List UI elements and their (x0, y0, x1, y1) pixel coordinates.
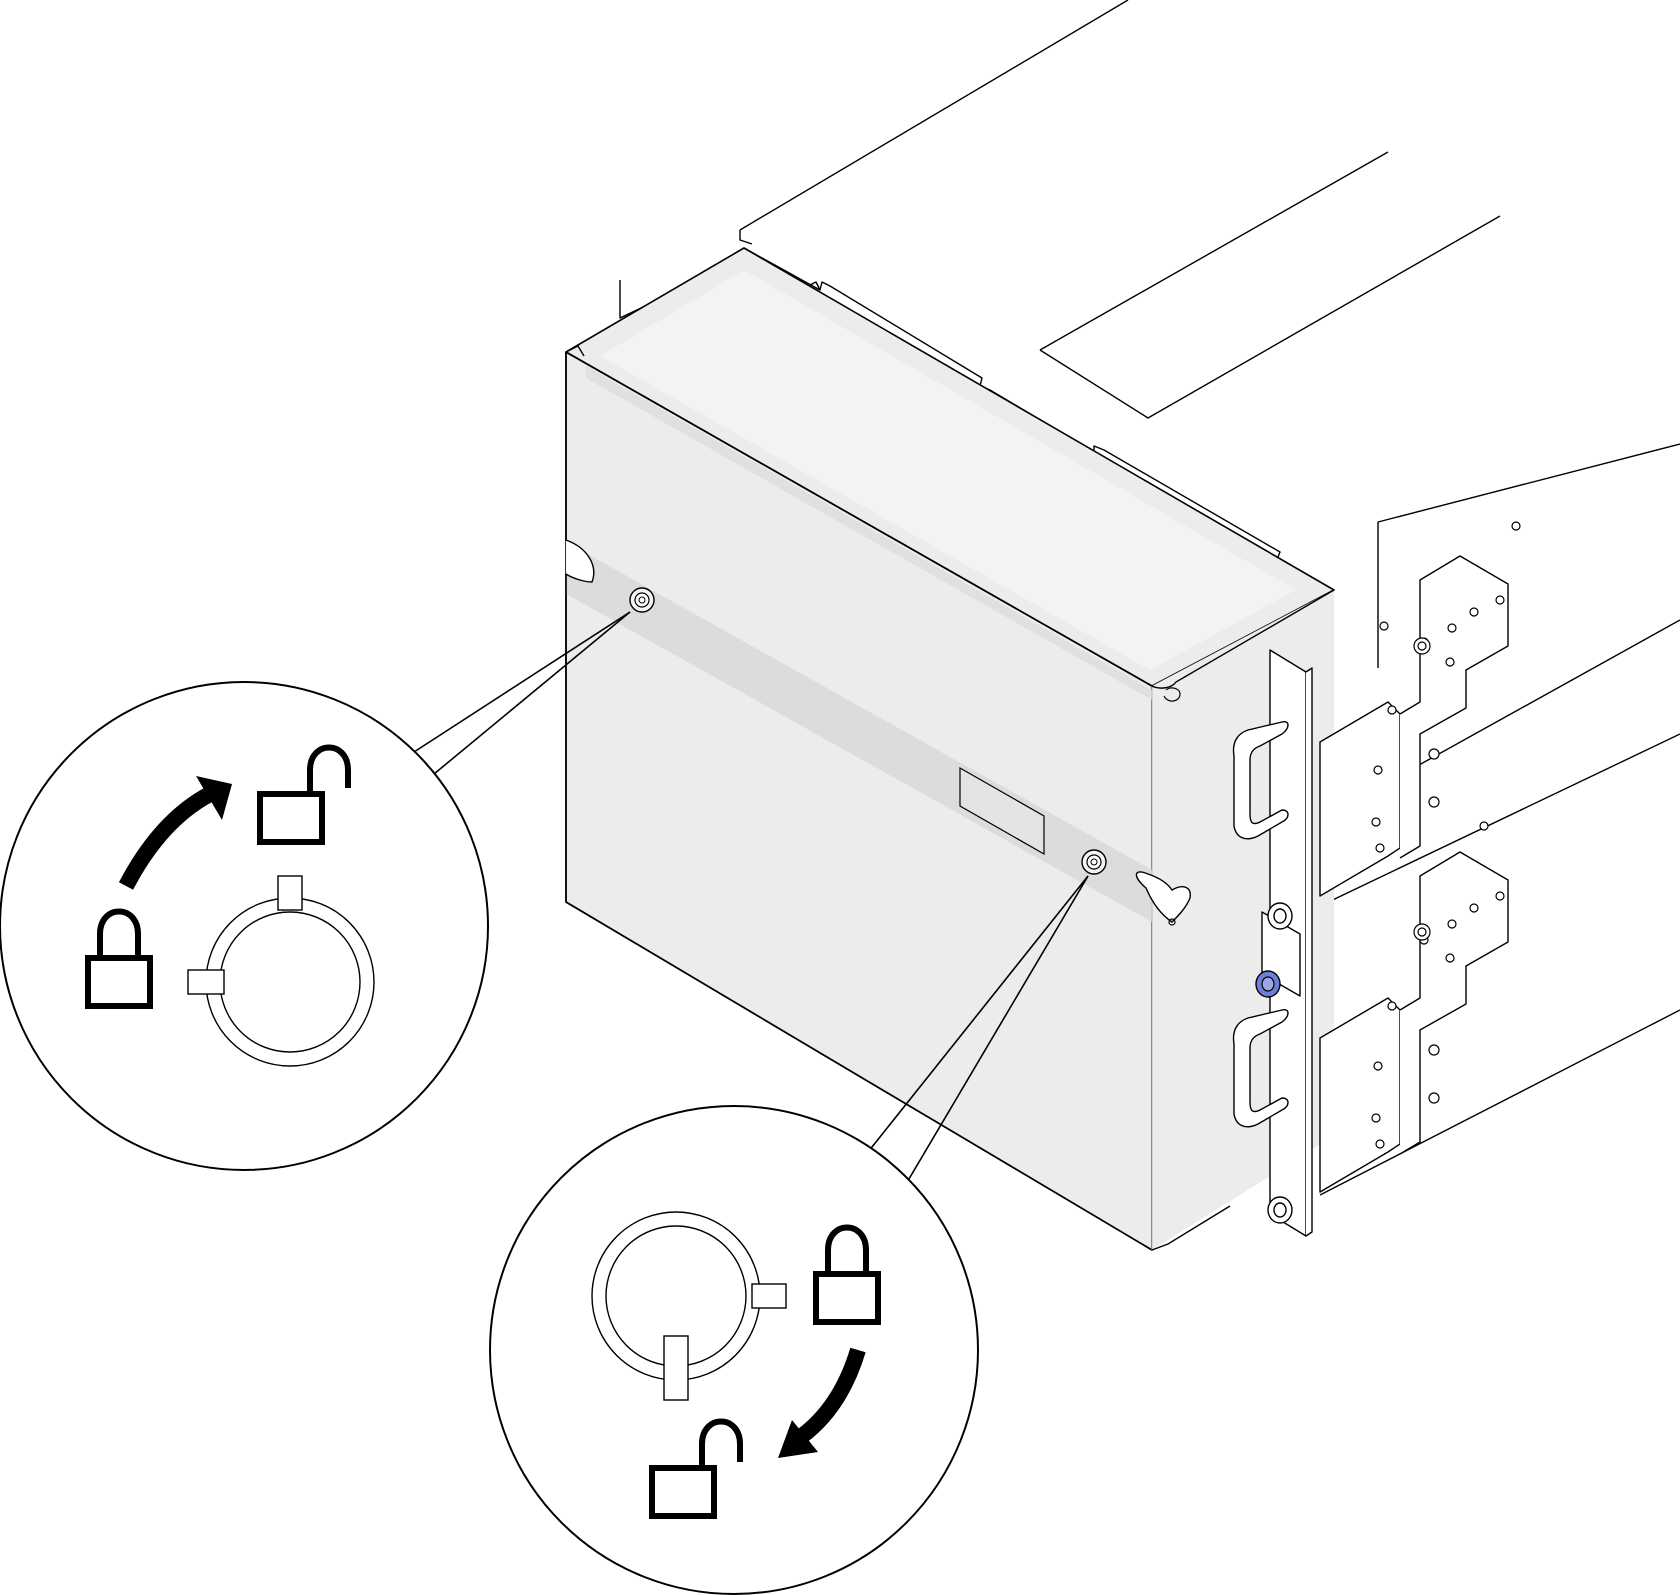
callout-leader-lines (413, 611, 1089, 1185)
handle-icon[interactable] (1232, 720, 1289, 1128)
keyhole-icon[interactable] (629, 587, 655, 613)
thumbscrew-icon[interactable] (1267, 902, 1293, 930)
keyhole-icon[interactable] (1081, 849, 1107, 875)
thumbscrew-icon[interactable] (1255, 970, 1281, 998)
rail-screw (1413, 637, 1431, 941)
security-bezel (565, 247, 1335, 1251)
padlock-unlocked-icon (257, 744, 351, 845)
rotation-arrow-icon (778, 1347, 866, 1458)
callout-left (0, 681, 489, 1171)
padlock-unlocked-icon (649, 1418, 743, 1519)
rotation-arrow-icon (118, 776, 232, 890)
keyhole-icon (591, 1211, 787, 1401)
thumbscrew-icon[interactable] (1267, 1196, 1293, 1224)
rail-bracket (1319, 555, 1509, 1193)
keyhole-icon (187, 875, 375, 1067)
label-plate (959, 766, 1045, 856)
padlock-locked-icon (813, 1224, 881, 1325)
padlock-locked-icon (85, 908, 153, 1009)
callout-right (489, 1105, 979, 1595)
